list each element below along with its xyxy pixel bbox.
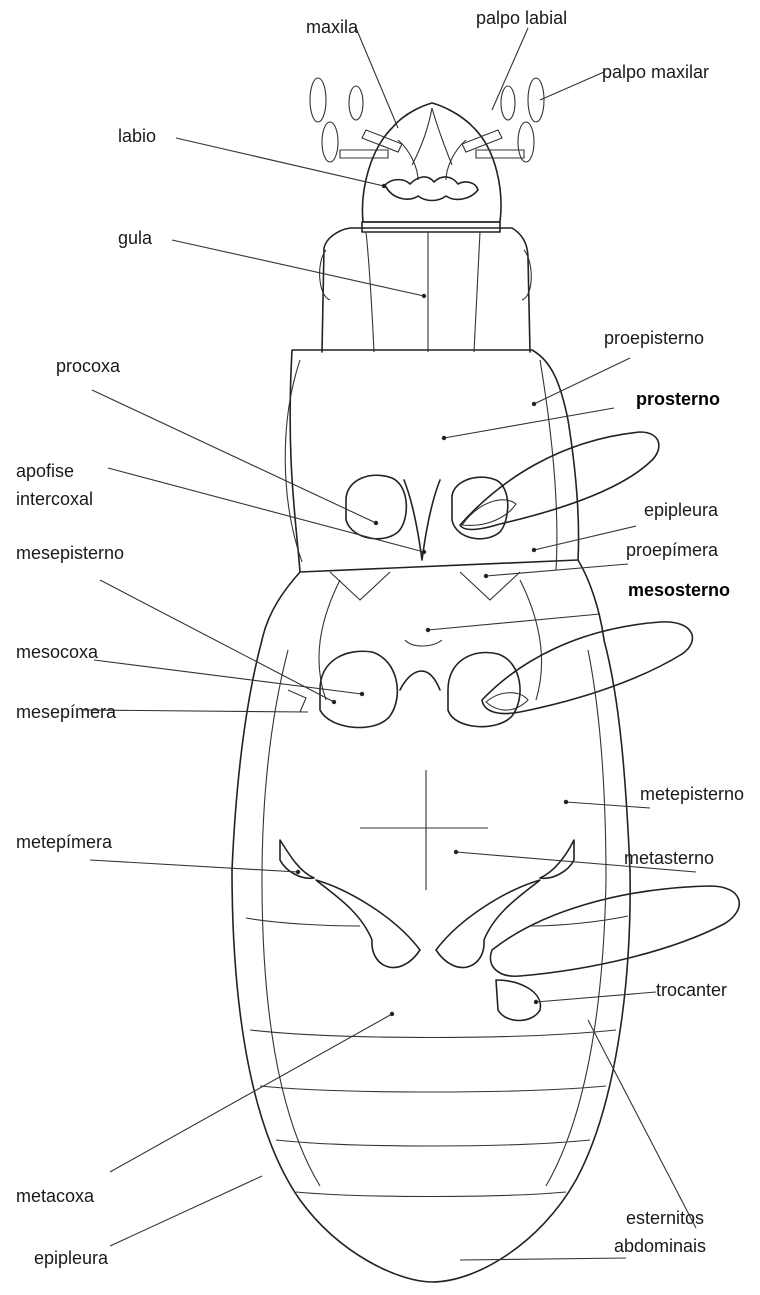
label-esternitos: esternitos <box>626 1208 704 1228</box>
label-epipleura-top: epipleura <box>644 500 719 520</box>
label-epipleura-bottom: epipleura <box>34 1248 109 1268</box>
label-trocanter: trocanter <box>656 980 727 1000</box>
label-mesepisterno: mesepisterno <box>16 543 124 563</box>
label-metasterno: metasterno <box>624 848 714 868</box>
label-maxila: maxila <box>306 17 359 37</box>
label-intercoxal: intercoxal <box>16 489 93 509</box>
label-proepimera: proepímera <box>626 540 719 560</box>
label-mesepimera: mesepímera <box>16 702 117 722</box>
label-mesocoxa: mesocoxa <box>16 642 99 662</box>
labels: maxila palpo labial palpo maxilar labio … <box>16 8 744 1268</box>
label-abdominais: abdominais <box>614 1236 706 1256</box>
label-metepimera: metepímera <box>16 832 113 852</box>
label-labio: labio <box>118 126 156 146</box>
label-proepisterno: proepisterno <box>604 328 704 348</box>
gula-region <box>320 228 532 352</box>
leader-lines <box>84 28 696 1260</box>
prothorax <box>285 350 659 572</box>
label-palpo-labial: palpo labial <box>476 8 567 28</box>
label-prosterno: prosterno <box>636 389 720 409</box>
label-gula: gula <box>118 228 153 248</box>
abdomen <box>232 870 630 1282</box>
label-procoxa: procoxa <box>56 356 121 376</box>
label-palpo-maxilar: palpo maxilar <box>602 62 709 82</box>
label-metepisterno: metepisterno <box>640 784 744 804</box>
label-metacoxa: metacoxa <box>16 1186 95 1206</box>
beetle-drawing <box>232 78 739 1282</box>
label-apofise: apofise <box>16 461 74 481</box>
head <box>310 78 544 232</box>
label-mesosterno: mesosterno <box>628 580 730 600</box>
leader-dots <box>296 184 568 1016</box>
